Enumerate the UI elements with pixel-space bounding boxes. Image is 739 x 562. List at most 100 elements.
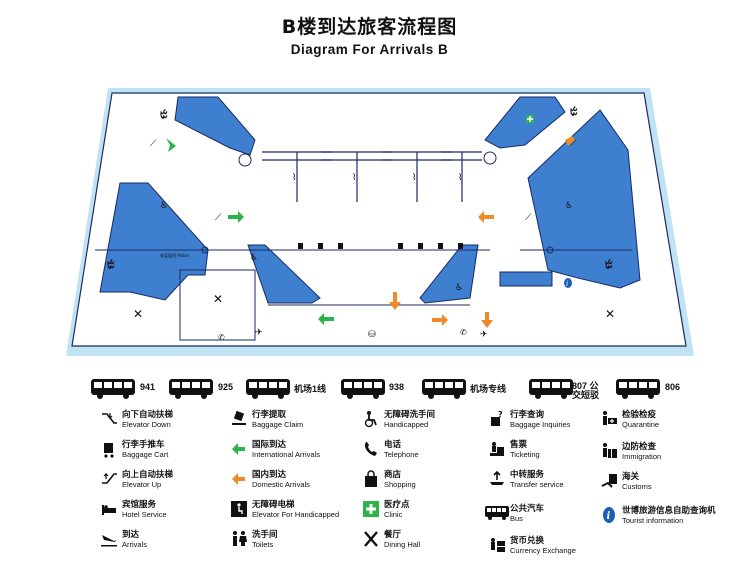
svg-text:♿: ♿ <box>250 253 258 263</box>
legend-zh: 餐厅 <box>384 530 402 540</box>
bus-icon <box>168 378 214 404</box>
legend-item: 行李提取 Baggage Claim <box>230 408 365 436</box>
bus-icon <box>90 378 136 404</box>
legend-zh: 宾馆服务 <box>122 500 157 510</box>
legend-zh: 海关 <box>622 472 640 482</box>
legend-item: 国际到达 International Arrivals <box>230 438 365 466</box>
legend-zh: 到达 <box>122 530 140 540</box>
legend-en: Hotel Service <box>122 510 167 519</box>
baggage-claim-icon <box>232 410 246 425</box>
legend-en: Telephone <box>384 450 419 459</box>
legend-zh: 中转服务 <box>510 470 545 480</box>
currency-exchange-icon <box>491 538 505 552</box>
page-title: B楼到达旅客流程图 <box>281 16 458 38</box>
legend-en: Dining Hall <box>384 540 421 549</box>
legend-item: i 世博旅游信息自助查询机 Tourist information <box>600 504 735 532</box>
ticketing-icon <box>490 442 504 456</box>
legend-en: Handicapped <box>384 420 429 429</box>
legend-item: ? 行李查询 Baggage Inquiries <box>488 408 623 436</box>
svg-text:⟋: ⟋ <box>150 139 157 149</box>
legend-en: Immigration <box>622 452 662 461</box>
telephone-icon: ✆ ✆ <box>218 328 467 342</box>
escalator-icon: ⟋ ⟋ ⟋ ⟋ <box>150 139 577 223</box>
bus-icon <box>528 378 574 404</box>
svg-text:⛁: ⛁ <box>368 330 376 340</box>
accessible-toilet-icon: ♿ ♿ ♿ ♿ <box>160 201 573 293</box>
legend-item: 售票 Ticketing <box>488 438 623 466</box>
legend-item: 货币兑换 Currency Exchange <box>488 534 623 562</box>
police-label: 安监值班 Police <box>160 252 189 258</box>
legend-en: Bus <box>510 514 523 523</box>
hotel-service-icon <box>102 505 116 515</box>
bus-route-label: 806 <box>665 382 681 392</box>
legend-item: 医疗点 Clinic <box>362 498 497 526</box>
svg-text:⟋: ⟋ <box>525 213 532 223</box>
legend-zh: 无障碍电梯 <box>252 500 295 510</box>
svg-text:⟋: ⟋ <box>215 213 222 223</box>
bus-route-label: 机场1线 <box>294 384 327 394</box>
legend-item: 中转服务 Transfer service <box>488 468 623 496</box>
legend-item: 电话 Telephone <box>362 438 497 466</box>
green-arrow-icon <box>232 443 245 455</box>
svg-text:✆: ✆ <box>460 328 467 337</box>
left-blue-hall <box>99 182 209 301</box>
tourist-info-icon: i <box>564 278 572 288</box>
baggage-inquiry-icon: ? <box>491 410 503 426</box>
legend-item: 海关 Customs <box>600 470 735 498</box>
svg-text:✈: ✈ <box>480 330 488 340</box>
svg-text:⟋: ⟋ <box>570 139 577 149</box>
svg-text:ꔲ: ꔲ <box>160 108 168 121</box>
legend-zh: 边防检查 <box>622 442 657 452</box>
legend-en: Customs <box>622 482 652 491</box>
legend-en: Elevator For Handicapped <box>252 510 340 519</box>
shopping-bag-icon: ⛁ <box>368 330 376 340</box>
bus-icon <box>615 378 661 404</box>
escalator-down-icon <box>102 413 117 424</box>
gate-bridges <box>262 151 482 202</box>
legend-zh: 公共汽车 <box>510 504 545 514</box>
orange-arrow-icon <box>232 473 245 485</box>
legend-zh: 无障碍洗手间 <box>384 410 436 420</box>
legend-en: Clinic <box>384 510 403 519</box>
legend-item: 向下自动扶梯 Elevator Down <box>100 408 235 436</box>
legend-zh: 电话 <box>384 440 402 450</box>
legend-zh: 行李手推车 <box>122 440 165 450</box>
svg-text:i: i <box>566 280 568 288</box>
legend-zh: 洗手间 <box>252 530 278 540</box>
interior-walls <box>95 151 632 341</box>
svg-text:✆: ✆ <box>218 333 225 342</box>
shopping-bag-icon <box>365 470 377 487</box>
svg-text:ꔲ: ꔲ <box>570 105 578 118</box>
right-top-blue-pier <box>484 96 566 149</box>
legend-en: Baggage Claim <box>252 420 304 429</box>
legend-en: International Arrivals <box>252 450 320 459</box>
bus-route-label: 机场专线 <box>470 384 507 394</box>
accessible-elevator-icon <box>231 501 247 517</box>
gate-markers <box>298 243 463 249</box>
accessible-toilet-icon <box>364 411 377 428</box>
quarantine-icon <box>603 411 617 425</box>
legend-zh: 商店 <box>384 470 402 480</box>
floor-plan-map: ꔲ ꔲ ꔲ ꔲ ✕ ✕ ✕ i 安监值班 Police ♿ ♿ ♿ ♿ ⌇ ⌇ … <box>66 88 694 356</box>
immigration-icon <box>603 443 617 458</box>
svg-text:✕: ✕ <box>213 292 223 306</box>
right-claim-blue <box>419 244 479 304</box>
legend-zh: 货币兑换 <box>510 536 545 546</box>
toilets-icon <box>233 531 247 546</box>
legend-en: Arrivals <box>122 540 148 549</box>
right-blue-hall <box>527 109 641 289</box>
tourist-info-icon: i <box>603 507 615 523</box>
legend-zh: 国内到达 <box>252 470 287 480</box>
legend-en: Currency Exchange <box>510 546 576 555</box>
legend-item: 公共汽车 Bus <box>485 502 623 530</box>
arrivals-plane-icon: ✈ ✈ <box>255 328 488 340</box>
legend-item: 洗手间 Toilets <box>230 528 365 556</box>
arrivals-plane-icon <box>101 535 117 547</box>
svg-text:⌇: ⌇ <box>412 172 416 183</box>
page-subtitle: Diagram For Arrivals B <box>290 42 449 57</box>
svg-text:⌇: ⌇ <box>292 172 296 183</box>
baggage-cart-icon <box>104 443 114 458</box>
svg-text:⌇: ⌇ <box>352 172 356 183</box>
legend-item: 宾馆服务 Hotel Service <box>100 498 235 526</box>
clinic-cross-icon <box>363 501 379 517</box>
